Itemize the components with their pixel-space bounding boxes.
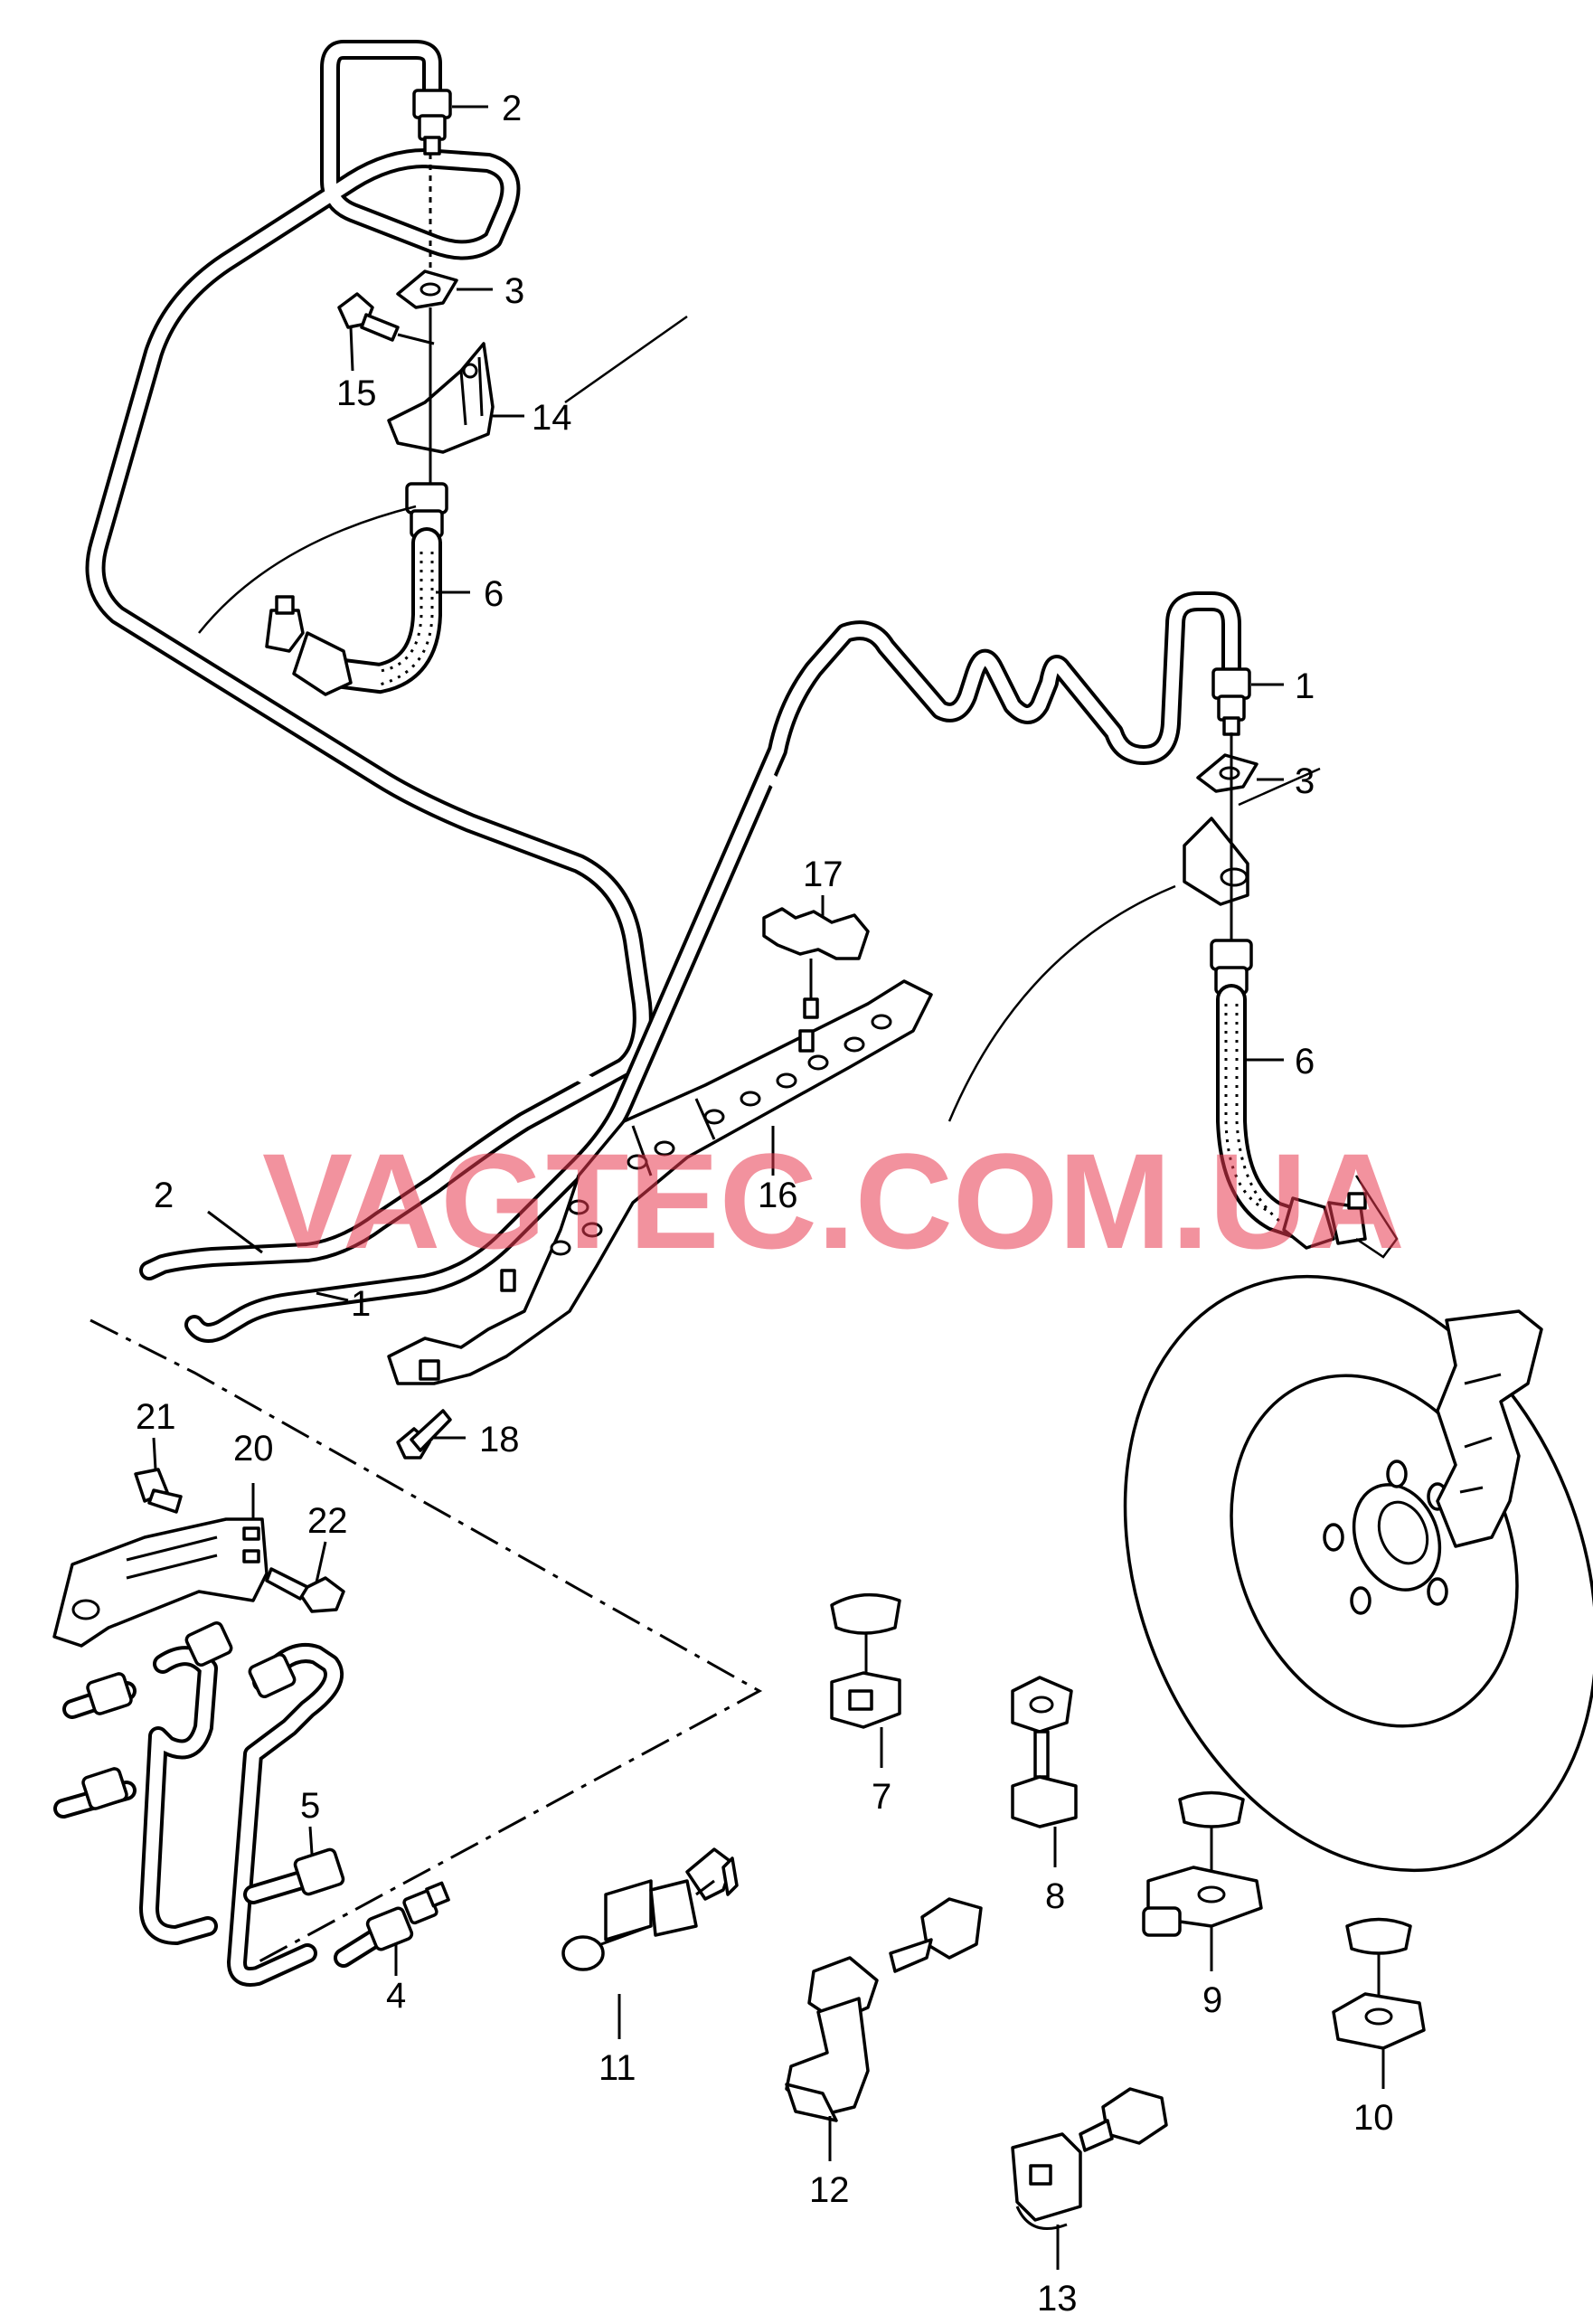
clip-21: [134, 1468, 183, 1514]
label-2-left: 2: [154, 1176, 174, 1215]
label-2-top: 2: [502, 89, 522, 128]
detail-outline: [90, 1318, 763, 1964]
label-12: 12: [809, 2170, 850, 2210]
clip-17: [762, 907, 870, 1019]
clip-8: [1011, 1676, 1078, 1828]
bracket-right: [1183, 817, 1249, 906]
label-20: 20: [233, 1429, 274, 1469]
label-6-right: 6: [1295, 1042, 1315, 1082]
label-11: 11: [599, 2048, 636, 2088]
screw-18: [396, 1409, 452, 1460]
union-nut-2-top: [412, 89, 452, 156]
label-14: 14: [532, 398, 572, 438]
label-6-left: 6: [484, 574, 504, 614]
label-21: 21: [136, 1397, 176, 1437]
label-7: 7: [872, 1777, 891, 1817]
union-nut-4: [365, 1881, 450, 1951]
clip-3-top: [396, 269, 458, 309]
label-17: 17: [803, 855, 844, 894]
bracket-14: [387, 342, 495, 454]
label-1-left: 1: [351, 1284, 371, 1324]
label-16: 16: [758, 1176, 798, 1215]
label-3-top: 3: [504, 271, 524, 311]
union-nut-1-right: [1211, 667, 1251, 736]
union-nut-5: [293, 1847, 345, 1896]
label-3-right: 3: [1295, 761, 1315, 801]
label-13: 13: [1037, 2279, 1078, 2319]
clip-9: [1142, 1790, 1263, 1937]
bolt-15: [337, 292, 400, 342]
clip-10: [1332, 1917, 1426, 2050]
brake-pipe-2: [85, 40, 653, 1280]
label-1-right: 1: [1295, 666, 1315, 706]
clip-13: [1011, 2087, 1168, 2230]
part-labels: 2 3 14 15 6 1 3 6 17 16 2 1 18 21 20 22 …: [136, 89, 1394, 2319]
label-22: 22: [307, 1501, 348, 1541]
clip-11: [561, 1847, 739, 1971]
label-8: 8: [1045, 1876, 1065, 1916]
label-4: 4: [386, 1976, 406, 2016]
clip-7: [830, 1592, 901, 1729]
clip-3-right: [1196, 753, 1258, 793]
leader-lines: [152, 105, 1385, 2270]
label-10: 10: [1353, 2098, 1394, 2138]
bracket-rail-16: [387, 979, 933, 1385]
watermark: VAGTEC.COM.UA: [262, 1125, 1405, 1277]
pipe-break-marks: [162, 418, 799, 1089]
label-9: 9: [1202, 1980, 1222, 2020]
brake-pipe-1: [184, 591, 1241, 1343]
label-18: 18: [479, 1420, 520, 1460]
clip-12: [785, 1897, 983, 2122]
detail-pipes: [53, 1621, 390, 1987]
screw-22: [265, 1567, 345, 1613]
brake-hose-6-right: [1210, 939, 1367, 1250]
bracket-20: [52, 1517, 269, 1648]
label-15: 15: [336, 373, 377, 413]
caliper-carrier: [1436, 1309, 1543, 1548]
brake-hose-6-left: [265, 482, 448, 696]
label-5: 5: [300, 1786, 320, 1826]
